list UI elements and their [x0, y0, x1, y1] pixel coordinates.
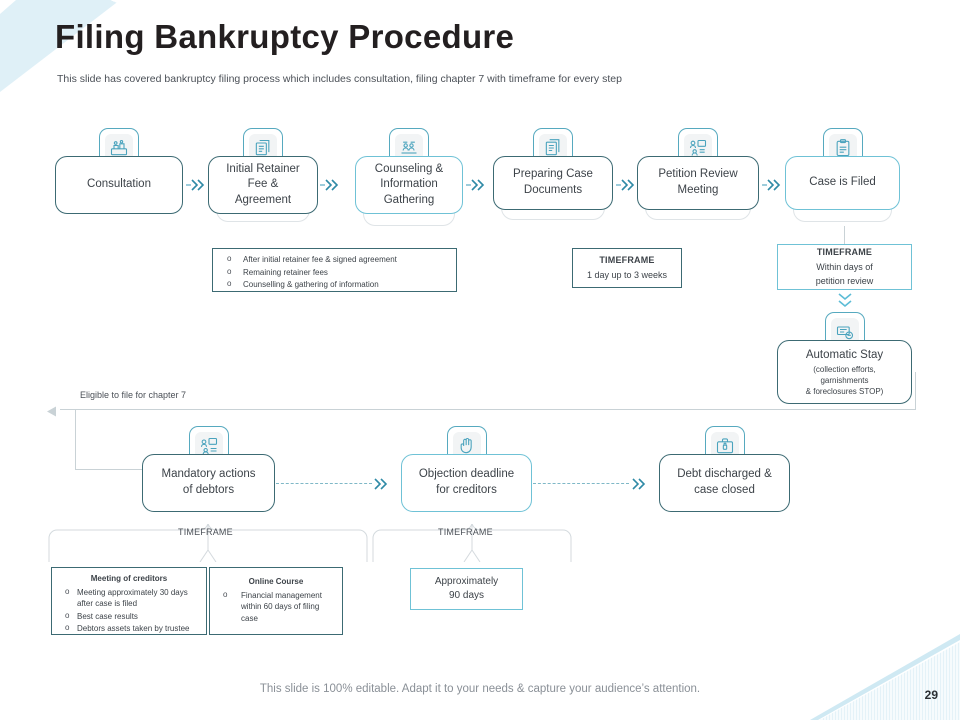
list-item: Best case results: [55, 610, 203, 623]
timeframe-heading: TIMEFRAME: [816, 247, 873, 258]
list-item: Financial management within 60 days of f…: [213, 589, 339, 625]
wrap-path-horizontal: [60, 409, 916, 410]
connector-chevron-down: [838, 292, 852, 310]
automatic-stay-title: Automatic Stay: [805, 348, 884, 361]
timeframe-documents-box: TIMEFRAME 1 day up to 3 weeks: [572, 248, 682, 288]
wrap-path-vertical-right: [915, 372, 916, 410]
node-label: Mandatory actions of debtors: [142, 454, 275, 512]
connector-dashed: [276, 483, 372, 484]
connector-chevron: [466, 178, 485, 191]
timeframe-petition-box: TIMEFRAME Within days of petition review: [777, 244, 912, 290]
node-consultation[interactable]: Consultation: [55, 128, 183, 214]
node-case-is-filed[interactable]: Case is Filed: [785, 128, 900, 222]
node-preparing-case-documents[interactable]: Preparing Case Documents: [493, 128, 613, 220]
approximate-days-box: Approximately 90 days: [410, 568, 523, 610]
list-item: Remaining retainer fees: [217, 266, 452, 279]
row1-details-list: After initial retainer fee & signed agre…: [217, 253, 452, 291]
card-shadow: [793, 208, 892, 222]
node-debt-discharged[interactable]: Debt discharged & case closed: [659, 426, 790, 512]
page-subtitle: This slide has covered bankruptcy filing…: [57, 73, 622, 85]
node-mandatory-actions[interactable]: Mandatory actions of debtors: [142, 426, 275, 512]
node-petition-review-meeting[interactable]: Petition Review Meeting: [637, 128, 759, 220]
list-item: Debtors assets taken by trustee: [55, 622, 203, 635]
row1-details-box: After initial retainer fee & signed agre…: [212, 248, 457, 292]
page-title: Filing Bankruptcy Procedure: [55, 18, 515, 55]
node-initial-retainer[interactable]: Initial Retainer Fee & Agreement: [208, 128, 318, 222]
decoration-bottom-right: [820, 642, 960, 720]
list-item: Counselling & gathering of information: [217, 278, 452, 291]
wrap-path-arrow-left: [47, 404, 63, 422]
connector-line-vertical: [844, 226, 845, 244]
node-objection-deadline[interactable]: Objection deadline for creditors: [401, 426, 532, 512]
approx-line-2: 90 days: [448, 590, 485, 601]
node-label: Petition Review Meeting: [637, 156, 759, 210]
list-item: After initial retainer fee & signed agre…: [217, 253, 452, 266]
connector-chevron: [373, 477, 391, 490]
online-course-heading: Online Course: [248, 577, 304, 586]
timeframe-label-left: TIMEFRAME: [178, 527, 233, 537]
node-automatic-stay[interactable]: Automatic Stay (collection efforts, garn…: [777, 312, 912, 404]
online-course-box: Online Course Financial management withi…: [209, 567, 343, 635]
node-label: Counseling & Information Gathering: [355, 156, 463, 214]
automatic-stay-line-2: garnishments: [820, 375, 869, 385]
node-label: Case is Filed: [785, 156, 900, 210]
node-label: Initial Retainer Fee & Agreement: [208, 156, 318, 214]
meeting-of-creditors-list: Meeting approximately 30 days after case…: [55, 586, 203, 635]
connector-chevron: [186, 178, 205, 191]
node-counseling[interactable]: Counseling & Information Gathering: [355, 128, 463, 226]
timeframe-label-right: TIMEFRAME: [438, 527, 493, 537]
list-item: Meeting approximately 30 days after case…: [55, 586, 203, 610]
connector-chevron: [762, 178, 781, 191]
node-label: Objection deadline for creditors: [401, 454, 532, 512]
timeframe-line-2: petition review: [815, 275, 874, 286]
node-label: Consultation: [55, 156, 183, 214]
wrap-path-vertical-left: [75, 409, 76, 469]
node-label: Automatic Stay (collection efforts, garn…: [777, 340, 912, 404]
connector-chevron: [616, 178, 635, 191]
wrap-path-to-row2: [75, 469, 143, 470]
online-course-list: Financial management within 60 days of f…: [213, 589, 339, 625]
meeting-of-creditors-box: Meeting of creditors Meeting approximate…: [51, 567, 207, 635]
node-label: Preparing Case Documents: [493, 156, 613, 210]
meeting-of-creditors-heading: Meeting of creditors: [90, 574, 168, 583]
page-number: 29: [924, 688, 938, 702]
timeframe-heading: TIMEFRAME: [599, 254, 655, 265]
automatic-stay-line-1: (collection efforts,: [813, 364, 876, 374]
connector-chevron: [631, 477, 649, 490]
connector-chevron: [320, 178, 339, 191]
connector-dashed: [533, 483, 629, 484]
node-label: Debt discharged & case closed: [659, 454, 790, 512]
card-shadow: [363, 212, 455, 226]
automatic-stay-line-3: & foreclosures STOP): [805, 387, 884, 397]
approx-line-1: Approximately: [434, 575, 499, 587]
timeframe-line-1: Within days of: [816, 262, 873, 273]
timeframe-value: 1 day up to 3 weeks: [586, 270, 668, 280]
footer-note: This slide is 100% editable. Adapt it to…: [259, 683, 701, 695]
eligibility-label: Eligible to file for chapter 7: [80, 390, 187, 400]
